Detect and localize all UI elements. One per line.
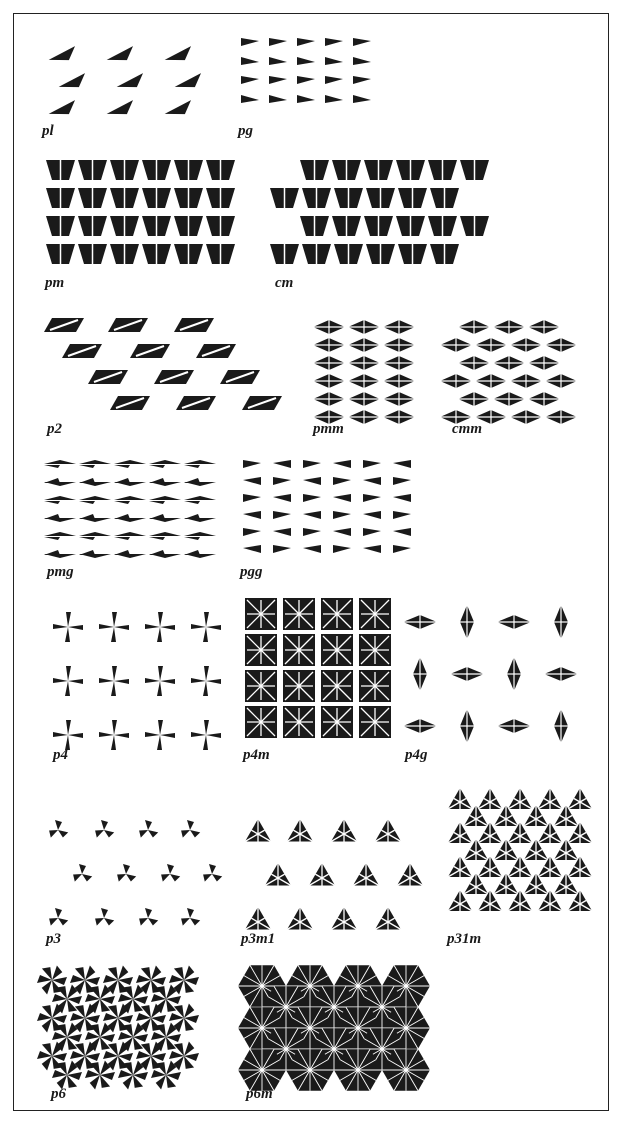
- pattern-p4: [53, 612, 221, 750]
- pattern-p3m1: [245, 819, 423, 930]
- pattern-pgg: [243, 460, 411, 553]
- pattern-pg: [241, 38, 371, 103]
- pattern-p4g: [403, 605, 578, 743]
- pattern-cm: [270, 160, 489, 264]
- pattern-p3: [49, 820, 222, 926]
- label-pmm: pmm: [313, 422, 344, 437]
- label-p3: p3: [46, 932, 61, 947]
- label-p4g: p4g: [405, 748, 428, 763]
- pattern-pmg: [44, 460, 216, 558]
- label-p4m: p4m: [243, 748, 270, 763]
- label-cm: cm: [275, 276, 293, 291]
- label-p6m: p6m: [246, 1087, 273, 1102]
- pattern-p31m: [448, 788, 592, 911]
- label-cmm: cmm: [452, 422, 482, 437]
- pattern-cmm: [440, 320, 577, 424]
- label-pm: pm: [45, 276, 64, 291]
- pattern-pl: [49, 46, 201, 114]
- label-p2: p2: [47, 422, 62, 437]
- label-p4: p4: [53, 748, 68, 763]
- pattern-p6: [37, 966, 199, 1090]
- label-p6: p6: [51, 1087, 66, 1102]
- label-pg: pg: [238, 124, 253, 139]
- label-p3m1: p3m1: [241, 932, 275, 947]
- label-p31m: p31m: [447, 932, 481, 947]
- pattern-p2: [44, 318, 282, 410]
- pattern-p6m: [238, 965, 430, 1091]
- label-pmg: pmg: [47, 565, 74, 580]
- pattern-pmm: [313, 320, 415, 424]
- pattern-pm: [46, 160, 235, 264]
- pattern-p4m: [245, 598, 391, 738]
- label-pgg: pgg: [240, 565, 263, 580]
- label-pl: pl: [42, 124, 54, 139]
